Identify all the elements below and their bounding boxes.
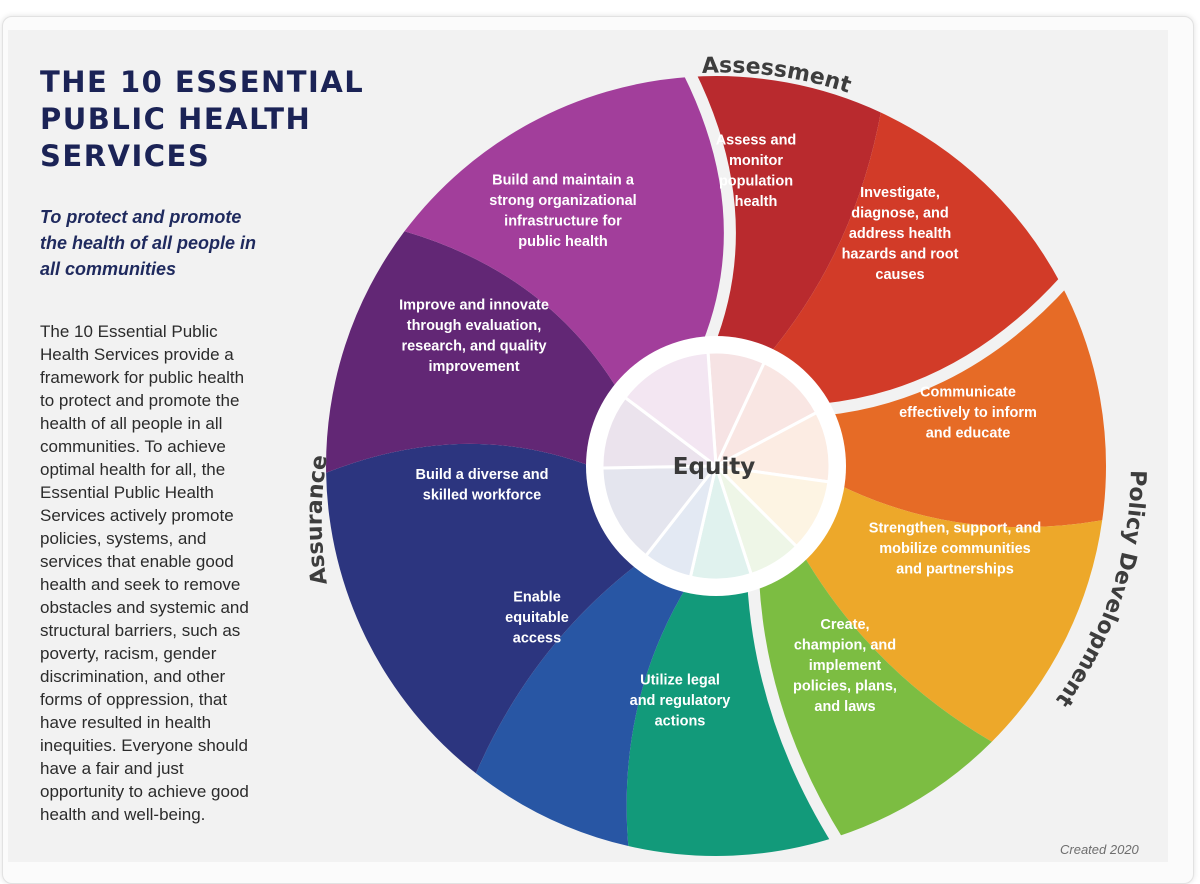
segment-investigate [766, 112, 1061, 410]
center-label-equity: Equity [673, 454, 755, 480]
segment-assess [688, 76, 881, 358]
segment-improve [326, 231, 621, 473]
page-title: THE 10 ESSENTIAL PUBLIC HEALTH SERVICES [40, 65, 365, 173]
group-label-assurance: Assurance [303, 453, 333, 586]
segment-enable [475, 560, 689, 846]
segment-infrastructure [404, 77, 730, 394]
tagline: To protect and promote the health of all… [40, 207, 257, 279]
segment-create [753, 550, 992, 837]
group-divider [747, 574, 845, 849]
hub-wedge-workforce [600, 464, 720, 558]
segment-utilize [626, 580, 837, 856]
group-divider [682, 65, 736, 353]
group-divider [816, 274, 1072, 416]
segment-workforce [326, 443, 643, 774]
hub-wedge-infrastructure [622, 350, 718, 470]
segment-strengthen [800, 482, 1103, 742]
created-date: Created 2020 [1060, 842, 1139, 857]
description-paragraph: The 10 Essential Public Health Services … [40, 322, 249, 824]
segment-communicate [822, 282, 1106, 528]
